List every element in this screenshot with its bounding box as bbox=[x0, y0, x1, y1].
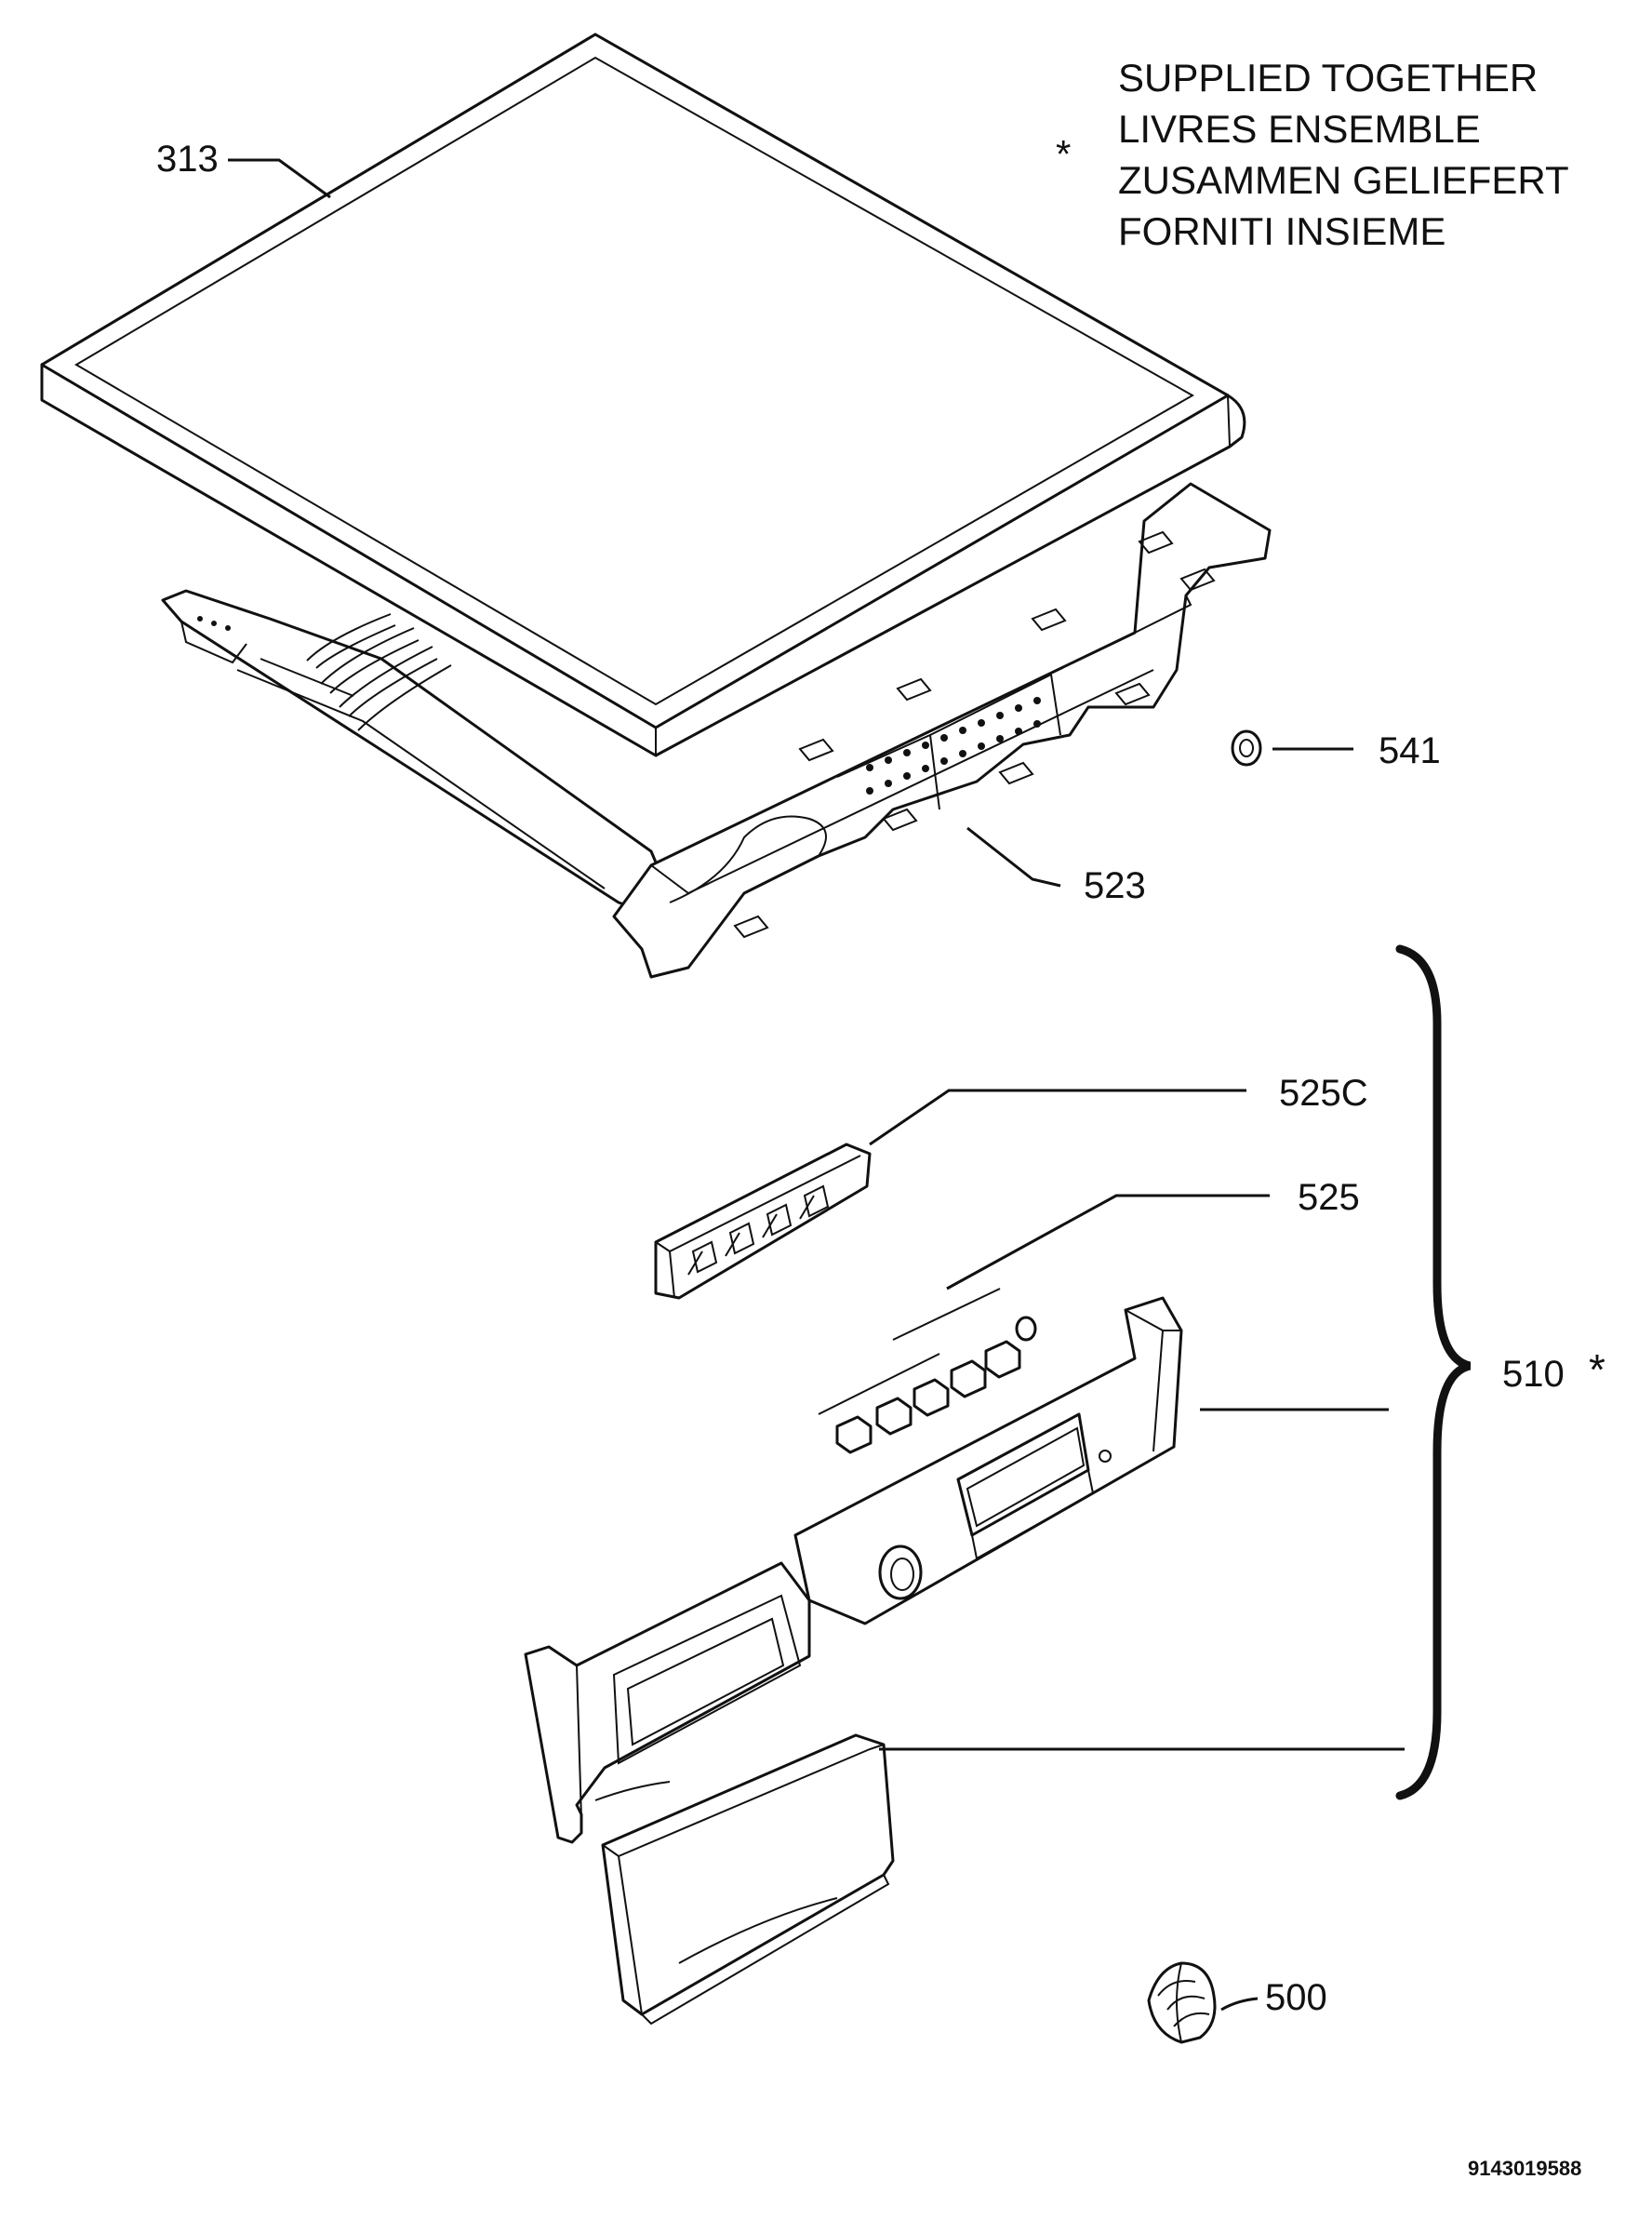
button-holder-525c bbox=[654, 1143, 872, 1300]
note-line-1: SUPPLIED TOGETHER bbox=[1118, 56, 1538, 100]
note-line-4: FORNITI INSIEME bbox=[1118, 209, 1446, 253]
note-line-2: LIVRES ENSEMBLE bbox=[1118, 107, 1481, 151]
knob-500 bbox=[1147, 1961, 1217, 2044]
worktop-313 bbox=[40, 33, 1246, 757]
control-panel-510 bbox=[524, 1296, 1183, 1844]
label-part-525: 525 bbox=[1298, 1177, 1360, 1218]
leader-lines bbox=[228, 158, 1405, 2012]
label-part-510: 510 bbox=[1502, 1354, 1565, 1395]
grommet-541 bbox=[1231, 729, 1262, 767]
label-part-313: 313 bbox=[156, 139, 219, 180]
note-line-3: ZUSAMMEN GELIEFERT bbox=[1118, 158, 1569, 202]
dispenser-drawer-front bbox=[601, 1733, 895, 2026]
label-part-500: 500 bbox=[1265, 1977, 1327, 2018]
note-asterisk: * bbox=[1056, 132, 1071, 176]
supplied-together-note: * SUPPLIED TOGETHER LIVRES ENSEMBLE ZUSA… bbox=[1056, 56, 1569, 253]
label-part-523: 523 bbox=[1084, 865, 1146, 906]
top-support-frame-523 bbox=[161, 482, 1272, 979]
label-part-541: 541 bbox=[1379, 730, 1441, 771]
label-part-510-marker: * bbox=[1589, 1345, 1605, 1394]
assembly-brace bbox=[1395, 944, 1472, 1800]
push-buttons-525 bbox=[818, 1288, 1037, 1454]
label-part-525c: 525C bbox=[1279, 1073, 1368, 1114]
drawing-number: 9143019588 bbox=[1468, 2157, 1581, 2180]
